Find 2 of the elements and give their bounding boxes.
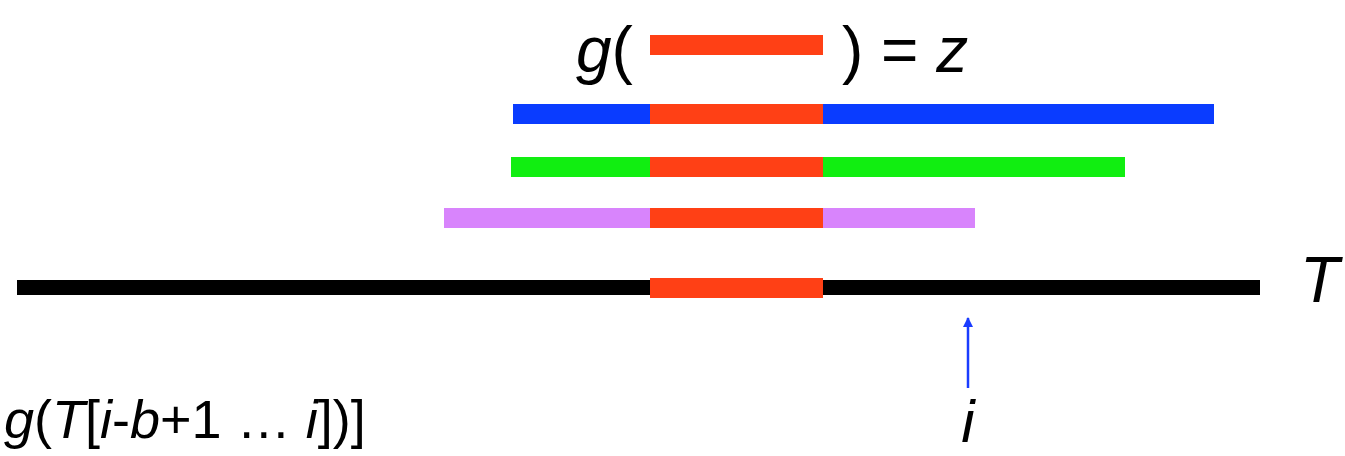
position-label: i bbox=[950, 392, 986, 452]
arrow bbox=[963, 317, 973, 388]
